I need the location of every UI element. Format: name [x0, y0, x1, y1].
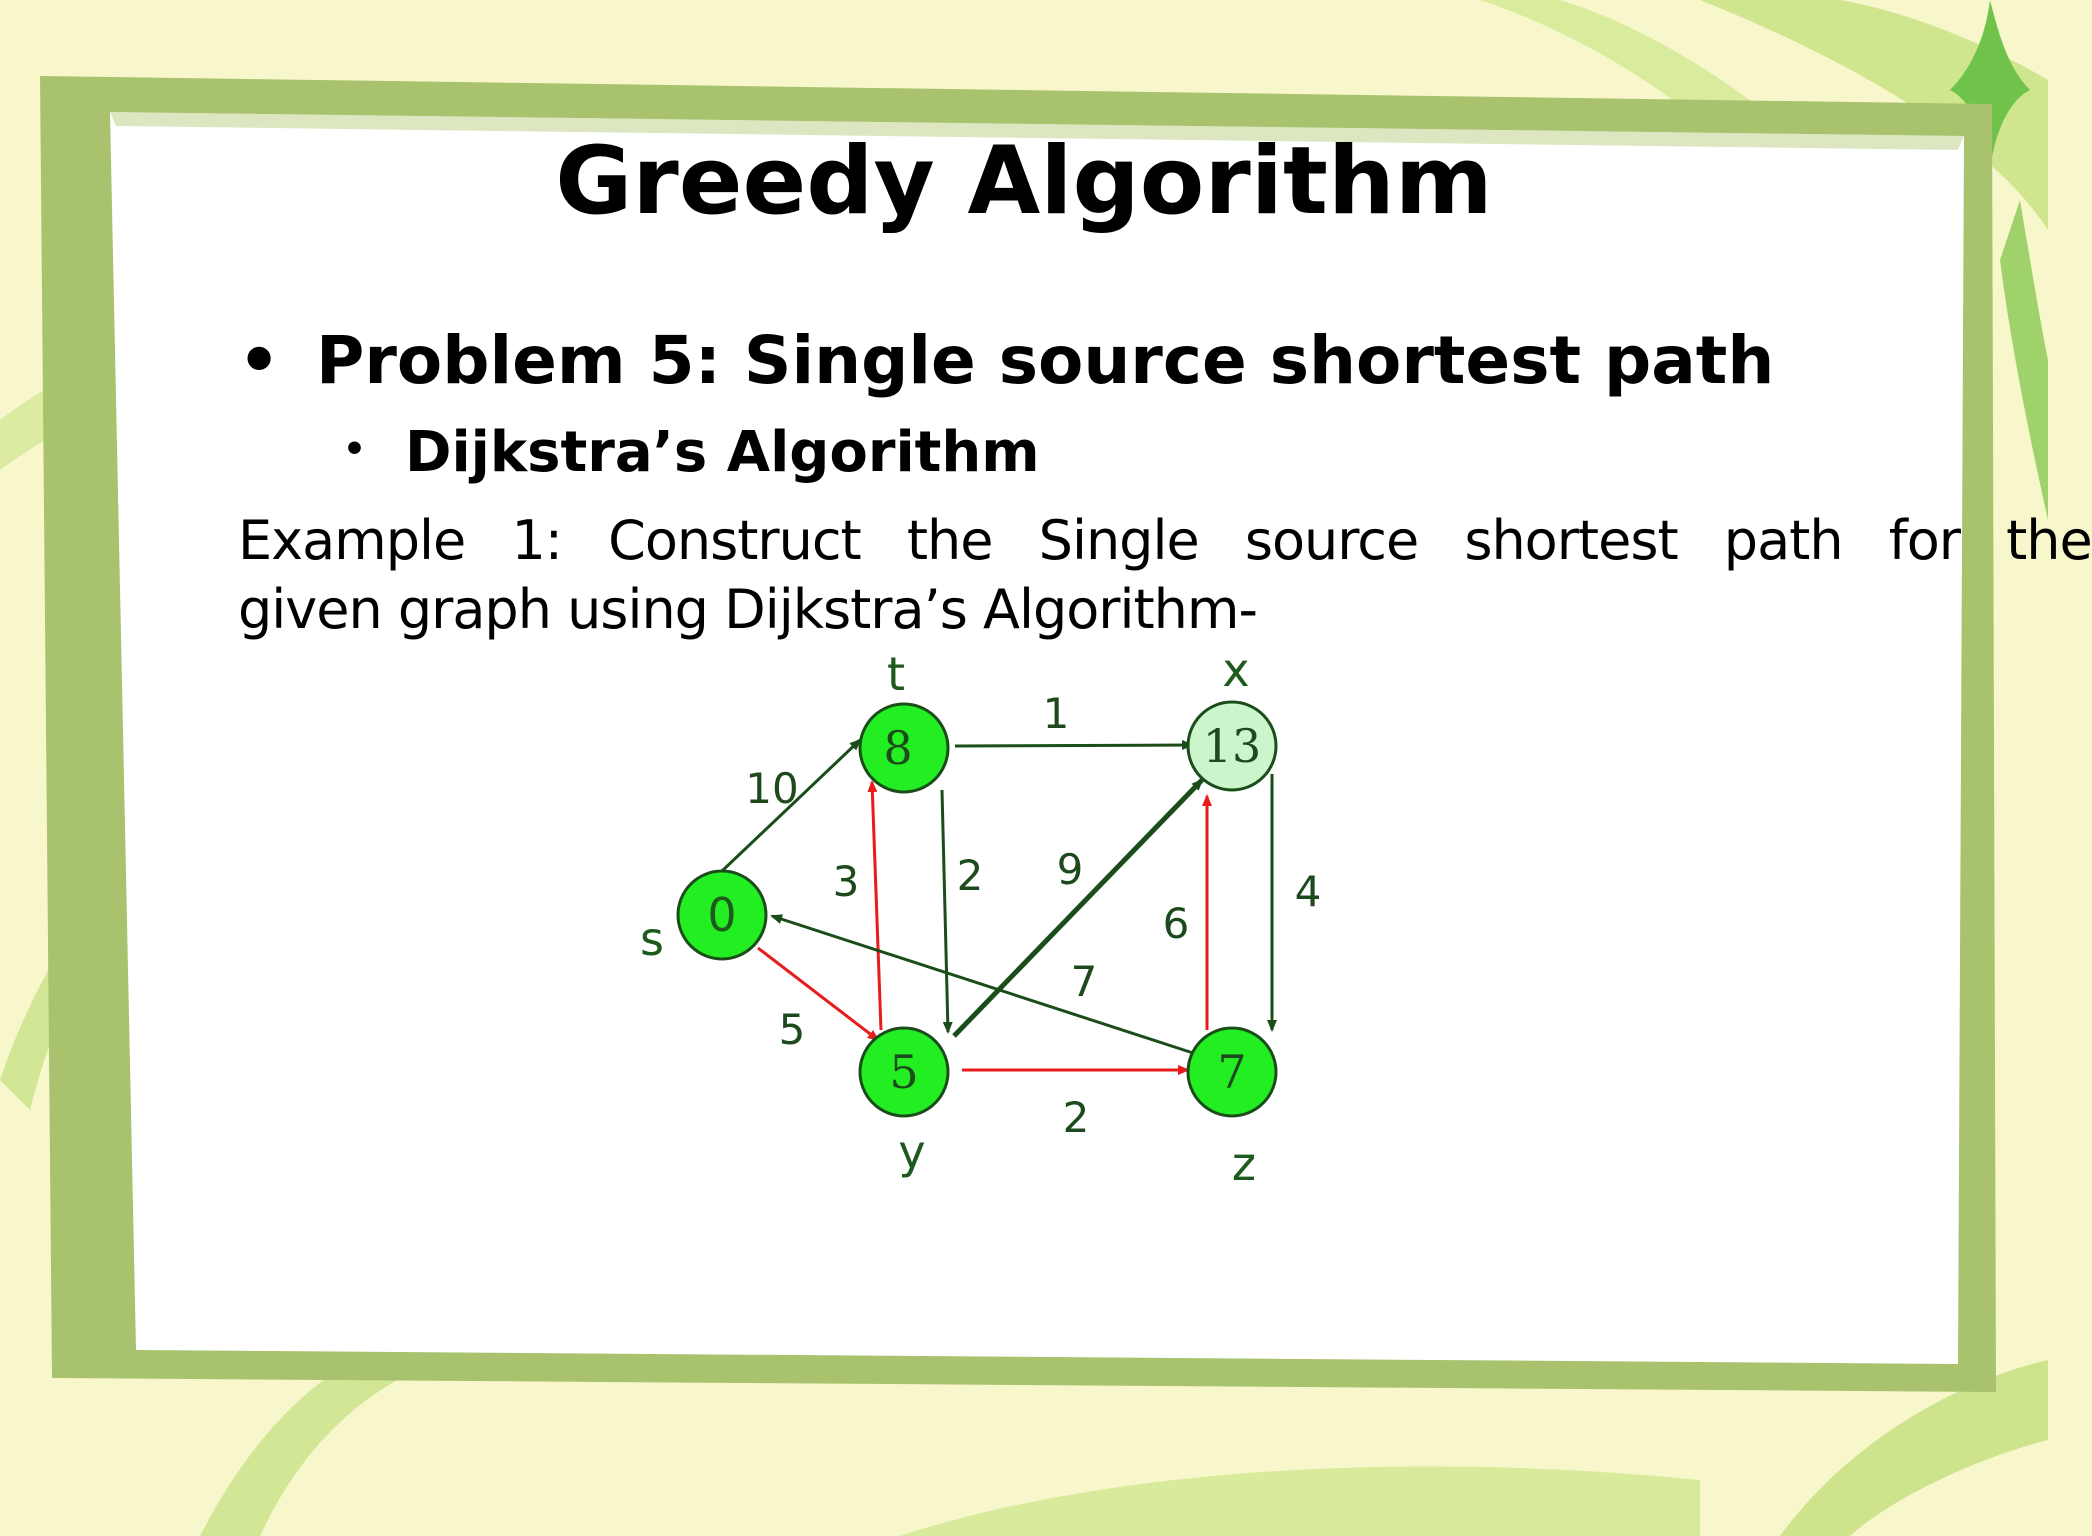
- sub-bullet-algorithm-text: Dijkstra’s Algorithm: [405, 420, 1040, 485]
- node-z: [1186, 1026, 1278, 1118]
- edge-y-t: [867, 780, 883, 1031]
- edge-weight-y-z: 2: [1063, 1093, 1090, 1142]
- node-label-z: z: [1232, 1137, 1256, 1191]
- node-y: [858, 1026, 950, 1118]
- edge-weight-t-x: 1: [1043, 689, 1070, 738]
- example-line-1: Example 1: Construct the Single source s…: [238, 509, 2092, 572]
- edge-weight-t-y: 2: [957, 851, 984, 900]
- edge-weight-z-s: 7: [1071, 957, 1098, 1006]
- node-label-t: t: [887, 647, 905, 701]
- bullet-problem: •Problem 5: Single source shortest path: [238, 328, 1774, 394]
- graph-diagram: 0 8 13 5 7 10 5 1 2 3 9 2 4 6 7 s t x y z: [640, 643, 1322, 1191]
- sub-bullet-marker: •: [343, 428, 367, 470]
- bullet-problem-text: Problem 5: Single source shortest path: [316, 322, 1775, 399]
- slide-background: [0, 0, 2048, 1536]
- bullet-marker: •: [238, 322, 281, 399]
- edge-t-x: [954, 740, 1194, 751]
- edge-weight-s-t: 10: [745, 764, 798, 813]
- node-value-x: 13: [1203, 719, 1262, 773]
- edge-weight-s-y: 5: [779, 1005, 806, 1054]
- edge-weight-x-z: 4: [1295, 867, 1322, 916]
- slide-title: Greedy Algorithm: [555, 127, 1493, 236]
- edge-weight-y-x: 9: [1057, 845, 1084, 894]
- edge-y-x: [952, 778, 1204, 1038]
- edge-weight-z-x: 6: [1163, 899, 1190, 948]
- edge-weight-y-t: 3: [833, 857, 860, 906]
- edge-t-y: [940, 789, 953, 1034]
- edge-s-y: [757, 946, 880, 1042]
- node-label-s: s: [640, 912, 664, 966]
- node-t: [858, 702, 950, 794]
- node-x: [1186, 700, 1278, 792]
- node-label-y: y: [898, 1125, 925, 1179]
- edge-s-t: [720, 738, 862, 873]
- example-text: Example 1: Construct the Single source s…: [238, 506, 2092, 644]
- example-line-2: given graph using Dijkstra’s Algorithm-: [238, 578, 1258, 641]
- node-s: [676, 869, 768, 961]
- node-value-s: 0: [707, 888, 736, 942]
- node-value-y: 5: [889, 1045, 918, 1099]
- node-label-x: x: [1222, 643, 1249, 697]
- node-value-z: 7: [1217, 1045, 1246, 1099]
- node-value-t: 8: [883, 721, 912, 775]
- edge-z-s: [770, 914, 1194, 1055]
- sub-bullet-algorithm: •Dijkstra’s Algorithm: [343, 425, 1040, 481]
